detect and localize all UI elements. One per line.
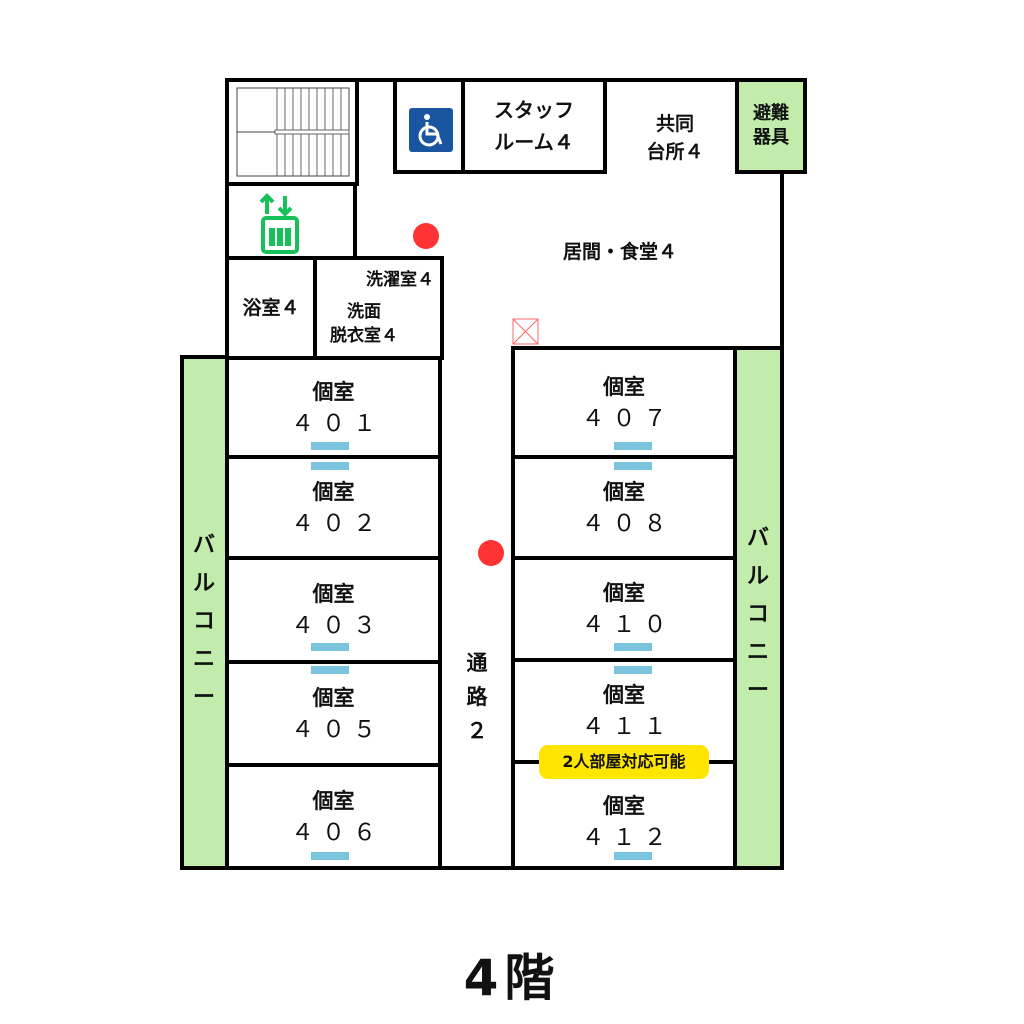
stairs-icon bbox=[236, 87, 350, 177]
door bbox=[311, 666, 349, 674]
balcony-label: バ ル コ ニ ー bbox=[192, 533, 215, 710]
door bbox=[614, 666, 652, 674]
stairs bbox=[225, 78, 359, 186]
floor-title: 4階 bbox=[463, 949, 561, 1007]
wheelchair-icon bbox=[409, 108, 453, 152]
evacuation-equipment: 避難 器具 bbox=[735, 78, 807, 174]
staff-room: スタッフ ルーム４ bbox=[461, 78, 607, 174]
living-dining-label: 居間・食堂４ bbox=[562, 241, 677, 263]
door bbox=[614, 643, 652, 651]
door bbox=[614, 852, 652, 860]
door bbox=[311, 852, 349, 860]
red-marker bbox=[478, 540, 504, 566]
right-wall bbox=[780, 170, 784, 350]
door bbox=[311, 442, 349, 450]
two-person-room-badge: 2人部屋対応可能 bbox=[539, 745, 709, 779]
kitchen-label: 共同 台所４ bbox=[646, 113, 704, 163]
accessible-toilet bbox=[393, 78, 465, 174]
x-marker-icon bbox=[512, 318, 539, 345]
door bbox=[311, 462, 349, 470]
red-marker bbox=[413, 223, 439, 249]
balcony-right: バ ル コ ニ ー bbox=[733, 346, 784, 870]
bathroom: 浴室４ bbox=[225, 256, 317, 360]
elevator-icon bbox=[259, 193, 299, 254]
corridor-bottom-wall bbox=[438, 866, 515, 870]
door bbox=[614, 462, 652, 470]
corridor-label: 通 路 ２ bbox=[466, 651, 488, 743]
laundry-label: 洗濯室４ bbox=[366, 270, 434, 290]
laundry-dressing-room: 洗濯室４ 洗面 脱衣室４ bbox=[313, 256, 444, 360]
balcony-left: バ ル コ ニ ー bbox=[180, 355, 229, 870]
door bbox=[311, 643, 349, 651]
elevator bbox=[225, 182, 357, 260]
door bbox=[614, 442, 652, 450]
dressing-label: 洗面 脱衣室４ bbox=[330, 302, 398, 346]
balcony-label: バ ル コ ニ ー bbox=[746, 526, 769, 703]
